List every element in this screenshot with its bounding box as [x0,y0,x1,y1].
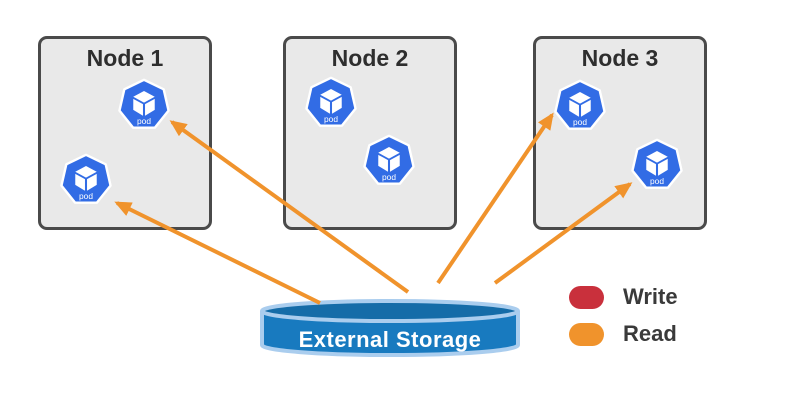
cylinder-top [260,299,520,323]
pod-heptagon [118,78,170,129]
node-title-1: Node 1 [86,45,164,71]
pod-icon-node1-2: pod [58,152,114,208]
cube-icon [133,91,155,116]
pod-icon-node3-2: pod [629,137,685,193]
pod-label: pod [137,116,151,126]
external-storage-label: External Storage [298,327,482,352]
kubernetes-pod-icon: pod [554,79,606,130]
pod-icon-node1-1: pod [116,77,172,133]
external-storage-cylinder [260,299,520,357]
write-legend-label: Write [623,284,678,309]
legend-row-write: Write [569,284,678,310]
read-color-swatch [569,322,604,346]
node-title-3: Node 3 [581,45,659,71]
pod-label: pod [324,114,338,124]
kubernetes-pod-icon: pod [118,78,170,129]
kubernetes-pod-icon: pod [60,153,112,204]
pod-heptagon [554,79,606,130]
pod-label: pod [573,117,587,127]
write-color-swatch [569,285,604,309]
kubernetes-pod-icon: pod [363,134,415,185]
node-title-2: Node 2 [331,45,409,71]
legend-row-read: Read [569,321,677,347]
cube-icon [320,89,342,114]
cylinder-body [260,311,520,357]
pod-label: pod [382,172,396,182]
pod-icon-node3-1: pod [552,78,608,134]
pod-icon-node2-1: pod [303,75,359,131]
kubernetes-pod-icon: pod [631,138,683,189]
pod-heptagon [631,138,683,189]
pod-label: pod [79,191,93,201]
pod-heptagon [60,153,112,204]
pod-icon-node2-2: pod [361,133,417,189]
read-legend-label: Read [623,321,677,346]
cube-icon [75,166,97,191]
cube-icon [646,151,668,176]
pod-label: pod [650,176,664,186]
kubernetes-pod-icon: pod [305,76,357,127]
cube-icon [569,92,591,117]
